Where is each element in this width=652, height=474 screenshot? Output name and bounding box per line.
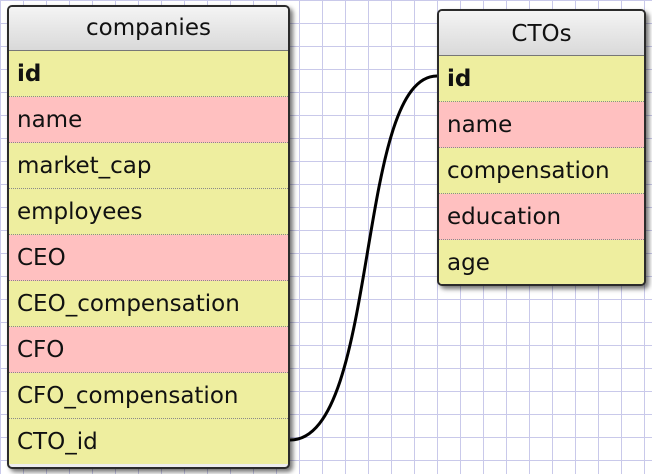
companies-field-cfo[interactable]: CFO: [9, 327, 288, 373]
ctos-field-education[interactable]: education: [439, 194, 644, 240]
companies-field-cto-id[interactable]: CTO_id: [9, 419, 288, 464]
companies-table-title: companies: [9, 7, 288, 51]
companies-field-ceo[interactable]: CEO: [9, 235, 288, 281]
companies-field-name[interactable]: name: [9, 97, 288, 143]
ctos-field-age[interactable]: age: [439, 240, 644, 284]
ctos-field-compensation[interactable]: compensation: [439, 148, 644, 194]
companies-table[interactable]: companies id name market_cap employees C…: [7, 5, 290, 469]
cto-id-link-line: [289, 74, 438, 442]
ctos-table-title: CTOs: [439, 11, 644, 56]
companies-field-cfo-compensation[interactable]: CFO_compensation: [9, 373, 288, 419]
companies-field-market-cap[interactable]: market_cap: [9, 143, 288, 189]
ctos-table[interactable]: CTOs id name compensation education age: [437, 9, 646, 286]
companies-field-id[interactable]: id: [9, 51, 288, 97]
companies-field-ceo-compensation[interactable]: CEO_compensation: [9, 281, 288, 327]
companies-field-employees[interactable]: employees: [9, 189, 288, 235]
ctos-field-id[interactable]: id: [439, 56, 644, 102]
ctos-field-name[interactable]: name: [439, 102, 644, 148]
